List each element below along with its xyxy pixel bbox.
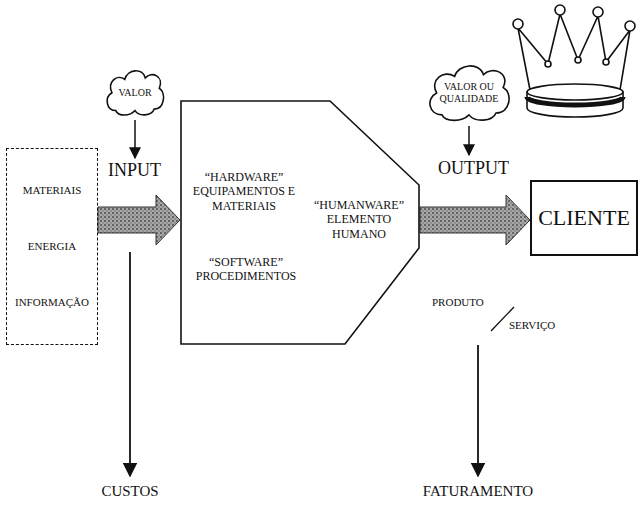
- flow-label: OUTPUT: [438, 158, 509, 179]
- process-shape: “HARDWARE” EQUIPAMENTOS E MATERIAIS “SOFT…: [180, 100, 420, 345]
- quality-cloud: VALOR OU QUALIDADE: [424, 60, 514, 124]
- node-text: VALOR OU QUALIDADE: [434, 81, 504, 105]
- client-box: CLIENTE: [530, 180, 638, 256]
- node-text: “HUMANWARE” ELEMENTO HUMANO: [300, 198, 418, 241]
- cloud-path: [107, 71, 163, 115]
- node-text: CLIENTE: [538, 205, 630, 231]
- input-group: MATERIAIS ENERGIA INFORMAÇÃO: [6, 148, 98, 345]
- revenue-arrow: [477, 345, 479, 476]
- flow-label: INPUT: [108, 160, 161, 181]
- node-text: “HARDWARE” EQUIPAMENTOS E MATERIAIS: [192, 170, 296, 213]
- node-text: INFORMAÇÃO: [15, 296, 89, 309]
- flow-arrow: [98, 195, 180, 245]
- output-type: PRODUTO: [432, 296, 484, 308]
- output-type: SERVIÇO: [509, 319, 555, 331]
- process-polygon: [181, 101, 419, 344]
- value-cloud: VALOR: [103, 66, 167, 118]
- node-text: “SOFTWARE” PROCEDIMENTOS: [188, 255, 304, 284]
- result-label: CUSTOS: [101, 483, 158, 500]
- cost-arrow: [129, 252, 131, 476]
- cloud-path: [430, 66, 509, 120]
- flow-arrow: [420, 195, 530, 245]
- quality-arrow: [468, 126, 470, 155]
- value-arrow: [134, 120, 136, 158]
- crown: [513, 5, 635, 117]
- node-text: ENERGIA: [28, 240, 76, 253]
- node-text: MATERIAIS: [23, 184, 82, 197]
- node-text: VALOR: [118, 87, 151, 99]
- result-label: FATURAMENTO: [423, 483, 533, 500]
